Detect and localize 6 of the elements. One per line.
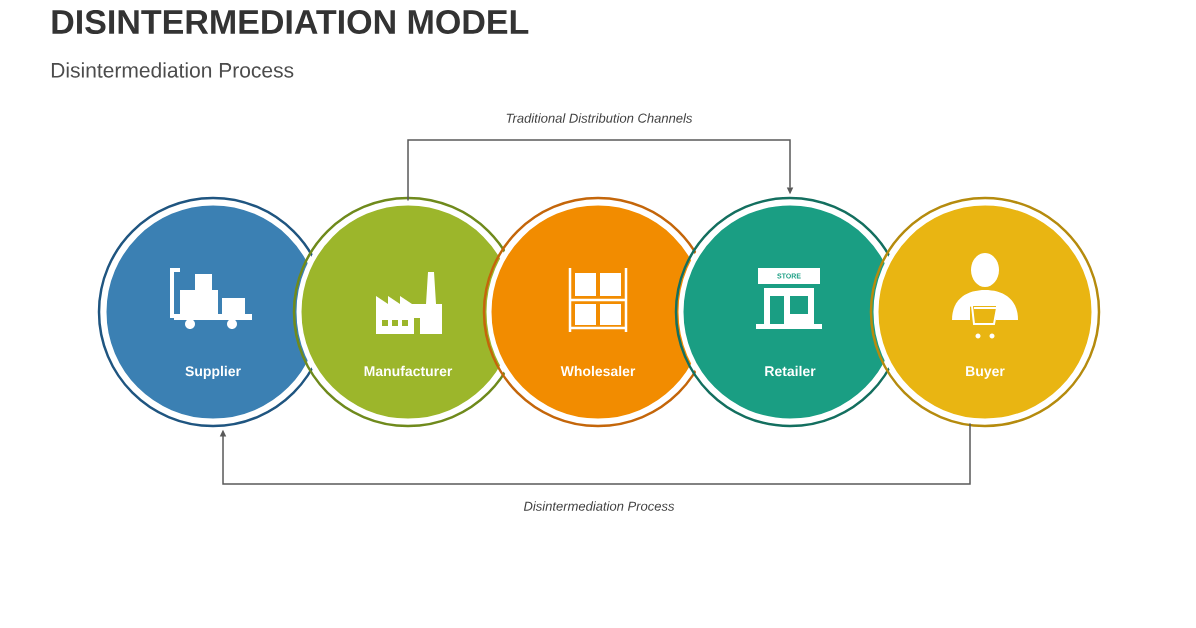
edge-label: Disintermediation Process bbox=[523, 501, 675, 511]
edge-label: Traditional Distribution Channels bbox=[506, 113, 693, 123]
arrow bbox=[219, 422, 971, 485]
arrow bbox=[407, 139, 794, 202]
title: DISINTERMEDIATION MODEL bbox=[52, 9, 529, 35]
subtitle: Disintermediation Process bbox=[51, 62, 294, 78]
